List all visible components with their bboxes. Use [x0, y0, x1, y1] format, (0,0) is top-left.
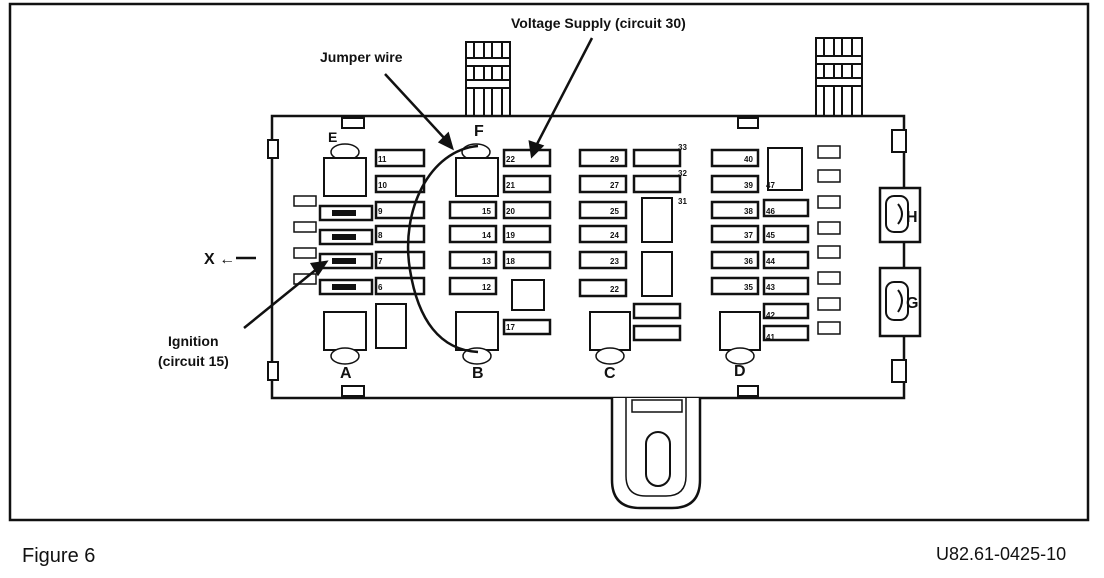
- fuse-number-marks: 11 10 9 8 7 6 15 14 13 12 22 21 20 19 18…: [378, 143, 775, 342]
- svg-text:13: 13: [482, 257, 491, 266]
- svg-text:15: 15: [482, 207, 491, 216]
- fuse-column-5: [578, 148, 628, 298]
- ignition-circuit-label: (circuit 15): [158, 353, 229, 369]
- bottom-clip-2: [737, 385, 759, 397]
- svg-text:47: 47: [766, 181, 775, 190]
- side-notch-right: [891, 129, 907, 153]
- relay-label-b: B: [472, 365, 484, 382]
- svg-text:35: 35: [744, 283, 753, 292]
- svg-text:7: 7: [378, 257, 383, 266]
- figure-frame: [8, 2, 1090, 522]
- connector-h: [878, 186, 922, 244]
- svg-text:43: 43: [766, 283, 775, 292]
- x-marker-label: X ←: [204, 251, 235, 268]
- callout-arrows: [236, 37, 594, 329]
- jumper-wire-label: Jumper wire: [320, 49, 403, 65]
- svg-text:38: 38: [744, 207, 753, 216]
- relay-e: [323, 143, 367, 197]
- fuse-column-7: [710, 148, 760, 296]
- svg-text:37: 37: [744, 231, 753, 240]
- bottom-hanging-tab: [610, 398, 702, 510]
- relay-label-a: A: [340, 365, 352, 382]
- svg-text:41: 41: [766, 333, 775, 342]
- figure-code: U82.61-0425-10: [936, 544, 1066, 564]
- fuse-column-1: [318, 204, 374, 296]
- relay-a: [323, 311, 367, 365]
- terminal-stubs-right: [817, 145, 841, 335]
- svg-text:17: 17: [506, 323, 515, 332]
- svg-text:8: 8: [378, 231, 383, 240]
- svg-text:18: 18: [506, 257, 515, 266]
- relay-c: [589, 311, 631, 365]
- voltage-supply-label: Voltage Supply (circuit 30): [511, 15, 686, 31]
- svg-text:33: 33: [678, 143, 687, 152]
- svg-text:45: 45: [766, 231, 775, 240]
- svg-text:29: 29: [610, 155, 619, 164]
- connector-label-h: H: [906, 209, 918, 226]
- svg-text:46: 46: [766, 207, 775, 216]
- side-notch-left-low: [267, 361, 279, 381]
- svg-text:9: 9: [378, 207, 383, 216]
- relay-label-f: F: [474, 123, 484, 140]
- svg-text:40: 40: [744, 155, 753, 164]
- fuse-column-6: [632, 148, 682, 342]
- connector-label-g: G: [906, 295, 918, 312]
- svg-text:10: 10: [378, 181, 387, 190]
- svg-text:42: 42: [766, 311, 775, 320]
- top-clip-2: [737, 117, 759, 129]
- fuse-column-4: [502, 148, 552, 336]
- ignition-label: Ignition: [168, 333, 219, 349]
- side-notch-right-low: [891, 359, 907, 383]
- connector-g: [878, 266, 922, 338]
- top-clip-1: [341, 117, 365, 129]
- svg-text:25: 25: [610, 207, 619, 216]
- svg-text:39: 39: [744, 181, 753, 190]
- svg-text:14: 14: [482, 231, 491, 240]
- relay-label-d: D: [734, 363, 746, 380]
- svg-text:24: 24: [610, 231, 619, 240]
- relay-d: [719, 311, 761, 365]
- fuse-column-3: [448, 200, 498, 296]
- fuse-column-8: [762, 147, 810, 342]
- svg-text:23: 23: [610, 257, 619, 266]
- svg-text:31: 31: [678, 197, 687, 206]
- svg-text:21: 21: [506, 181, 515, 190]
- bottom-clip-1: [341, 385, 365, 397]
- mounting-tab-right: [815, 37, 863, 117]
- svg-text:22: 22: [506, 155, 515, 164]
- svg-text:27: 27: [610, 181, 619, 190]
- svg-text:20: 20: [506, 207, 515, 216]
- svg-text:11: 11: [378, 155, 387, 164]
- svg-text:19: 19: [506, 231, 515, 240]
- svg-text:44: 44: [766, 257, 775, 266]
- svg-text:12: 12: [482, 283, 491, 292]
- svg-text:22: 22: [610, 285, 619, 294]
- svg-text:32: 32: [678, 169, 687, 178]
- svg-text:6: 6: [378, 283, 383, 292]
- side-notch-left: [267, 139, 279, 159]
- mounting-tab-left: [465, 41, 511, 117]
- relay-b: [455, 311, 499, 365]
- relay-label-e: E: [328, 129, 337, 145]
- relay-label-c: C: [604, 365, 616, 382]
- svg-text:36: 36: [744, 257, 753, 266]
- figure-caption: Figure 6: [22, 545, 95, 567]
- jumper-wire-loop: [406, 144, 479, 354]
